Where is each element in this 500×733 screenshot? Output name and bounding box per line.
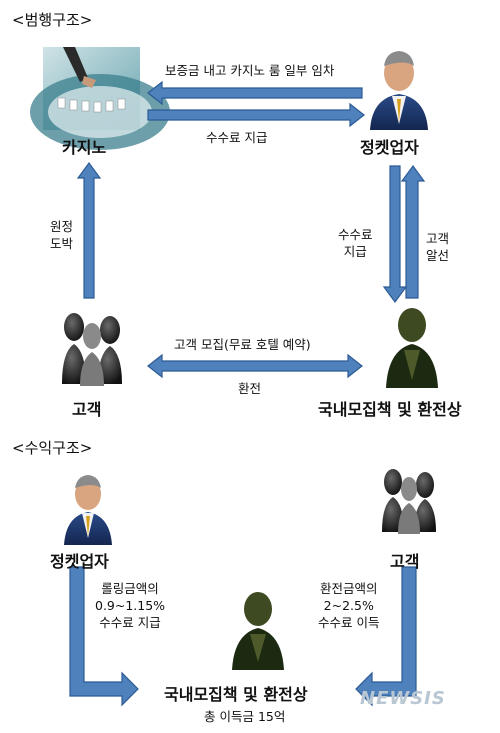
junket-person-picture-bottom xyxy=(64,475,112,545)
section-title-profit: <수익구조> xyxy=(12,439,93,457)
label-fee: 수수료 지급 xyxy=(338,226,373,260)
label-introduce: 고객 알선 xyxy=(426,230,449,264)
customers-picture xyxy=(62,313,122,386)
node-casino: 카지노 xyxy=(62,138,107,157)
recruiter-picture xyxy=(386,308,438,388)
total-profit: 총 이득금 15억 xyxy=(204,709,286,724)
label-gambling-line1: 원정 xyxy=(50,219,74,234)
label-rent: 보증금 내고 카지노 룸 일부 임차 xyxy=(165,63,335,78)
label-exchange: 환전 xyxy=(238,381,262,396)
casino-picture xyxy=(30,47,170,150)
label-fee-pay: 수수료 지급 xyxy=(206,130,268,145)
arrow-customer-to-casino xyxy=(76,161,102,299)
arrow-customer-recruiter xyxy=(147,353,363,379)
label-gambling: 원정 도박 xyxy=(50,218,73,252)
node-recruiter: 국내모집책 및 환전상 xyxy=(318,400,462,419)
section-title-crime: <범행구조> xyxy=(12,11,93,29)
label-recruit: 고객 모집(무료 호텔 예약) xyxy=(174,337,311,352)
note-customer-line1: 환전금액의 xyxy=(319,581,378,596)
arrow-junket-to-recruiter-bottom xyxy=(69,566,139,707)
recruiter-picture-bottom xyxy=(232,592,284,670)
node-junket: 정켓업자 xyxy=(360,138,419,157)
note-junket-commission: 롤링금액의 0.9~1.15% 수수료 지급 xyxy=(95,580,165,631)
note-junket-line3: 수수료 지급 xyxy=(99,615,161,630)
junket-person-picture xyxy=(370,51,428,130)
label-introduce-line2: 알선 xyxy=(426,248,450,263)
customers-picture-bottom xyxy=(382,469,436,534)
note-customer-commission: 환전금액의 2~2.5% 수수료 이득 xyxy=(318,580,379,631)
arrow-rent-to-casino xyxy=(147,80,363,106)
note-junket-line2: 0.9~1.15% xyxy=(95,598,166,613)
label-gambling-line2: 도박 xyxy=(50,236,74,251)
node-customer-profit: 고객 xyxy=(390,552,420,571)
arrow-recruiter-to-junket xyxy=(400,164,426,299)
arrow-junket-to-recruiter xyxy=(382,165,408,304)
node-customer: 고객 xyxy=(72,400,102,419)
newsis-watermark: NEWSIS xyxy=(360,688,446,709)
label-introduce-line1: 고객 xyxy=(426,231,450,246)
arrow-fee-to-junket xyxy=(147,102,365,128)
node-junket-profit: 정켓업자 xyxy=(50,552,109,571)
label-fee-line2: 지급 xyxy=(343,244,367,259)
note-customer-line3: 수수료 이득 xyxy=(318,615,380,630)
arrow-customer-to-recruiter-bottom xyxy=(355,566,417,707)
label-fee-line1: 수수료 xyxy=(338,227,373,242)
note-customer-line2: 2~2.5% xyxy=(323,598,374,613)
node-recruiter-profit: 국내모집책 및 환전상 xyxy=(164,685,308,704)
note-junket-line1: 롤링금액의 xyxy=(101,581,159,596)
